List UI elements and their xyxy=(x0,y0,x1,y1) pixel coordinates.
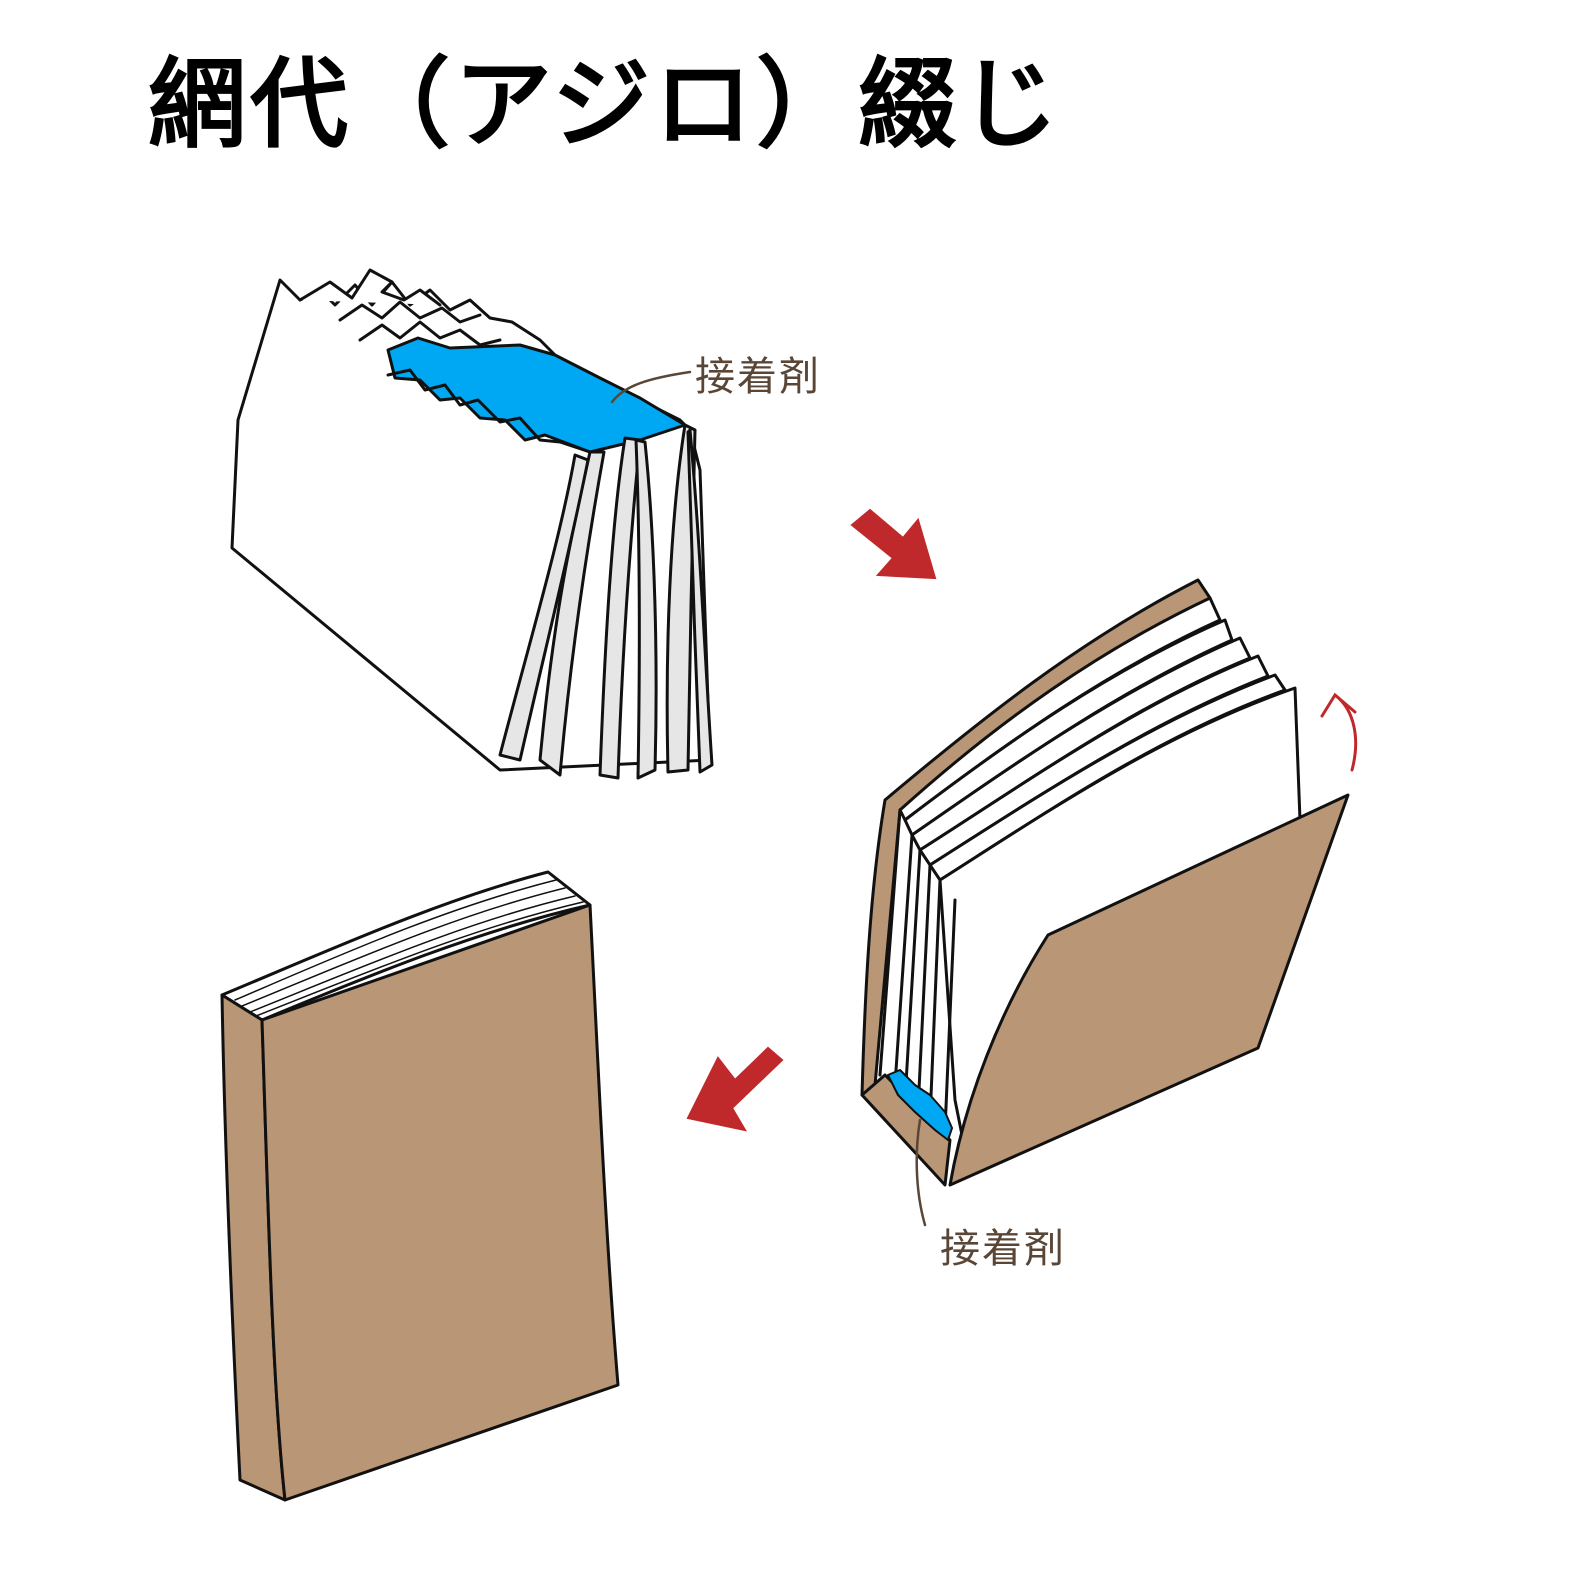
step3-finished-book xyxy=(220,870,620,1502)
glue-spine xyxy=(887,1069,953,1141)
front-cover xyxy=(948,793,1350,1187)
glue-leader-bottom xyxy=(915,1118,927,1227)
glue-label-top: 接着剤 xyxy=(695,354,821,400)
front-page xyxy=(938,686,1302,1152)
page-title: 網代（アジロ）綴じ xyxy=(148,48,1063,162)
arrow-step2-to-step3 xyxy=(686,1046,784,1132)
glue-label-bottom: 接着剤 xyxy=(940,1226,1066,1272)
book-front-cover xyxy=(260,903,620,1502)
spine-notches xyxy=(298,268,502,347)
fold-arrow xyxy=(1320,692,1358,772)
step2-cover-wrap xyxy=(860,578,1350,1227)
page-edges xyxy=(878,808,957,1132)
signature-2 xyxy=(498,453,590,762)
signature-3 xyxy=(598,436,642,780)
arrow-step1-to-step2 xyxy=(850,508,937,580)
step1-signatures xyxy=(230,268,714,780)
glue-leader-top xyxy=(610,370,692,404)
signature-4 xyxy=(634,438,658,780)
spine-steps xyxy=(386,368,592,454)
signature-6 xyxy=(686,428,714,774)
book-page-lines xyxy=(234,879,584,1017)
